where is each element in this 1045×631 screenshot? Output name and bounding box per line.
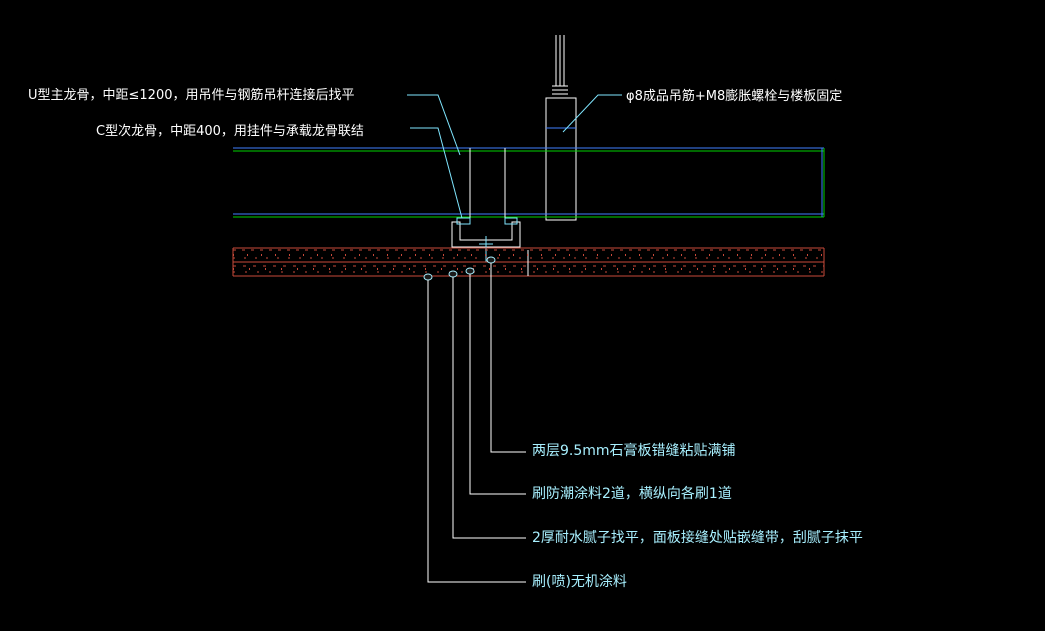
- bottom-leaders: [427, 263, 526, 583]
- label-gypsum-board: 两层9.5mm石膏板错缝粘贴满铺: [532, 443, 736, 459]
- hanger-rod: [552, 35, 568, 99]
- label-c-secondary-keel: C型次龙骨，中距400，用挂件与承载龙骨联结: [96, 124, 364, 139]
- u-main-keel: [233, 147, 825, 218]
- c-keel-clip: [451, 148, 521, 262]
- label-damp-proof-coating: 刷防潮涂料2道，横纵向各刷1道: [532, 486, 732, 502]
- gypsum-board-layers: [232, 247, 825, 277]
- label-u-main-keel: U型主龙骨，中距≤1200，用吊件与钢筋吊杆连接后找平: [28, 88, 355, 103]
- hanger-bracket: [545, 97, 577, 221]
- label-inorganic-coating: 刷(喷)无机涂料: [532, 574, 627, 590]
- label-hanger-rod: φ8成品吊筋+M8膨胀螺栓与楼板固定: [626, 89, 843, 104]
- top-right-leader: [562, 94, 622, 133]
- leader-dots: [423, 256, 496, 281]
- label-putty-layer: 2厚耐水腻子找平，面板接缝处贴嵌缝带，刮腻子抹平: [532, 530, 863, 546]
- top-left-leaders: [407, 94, 463, 219]
